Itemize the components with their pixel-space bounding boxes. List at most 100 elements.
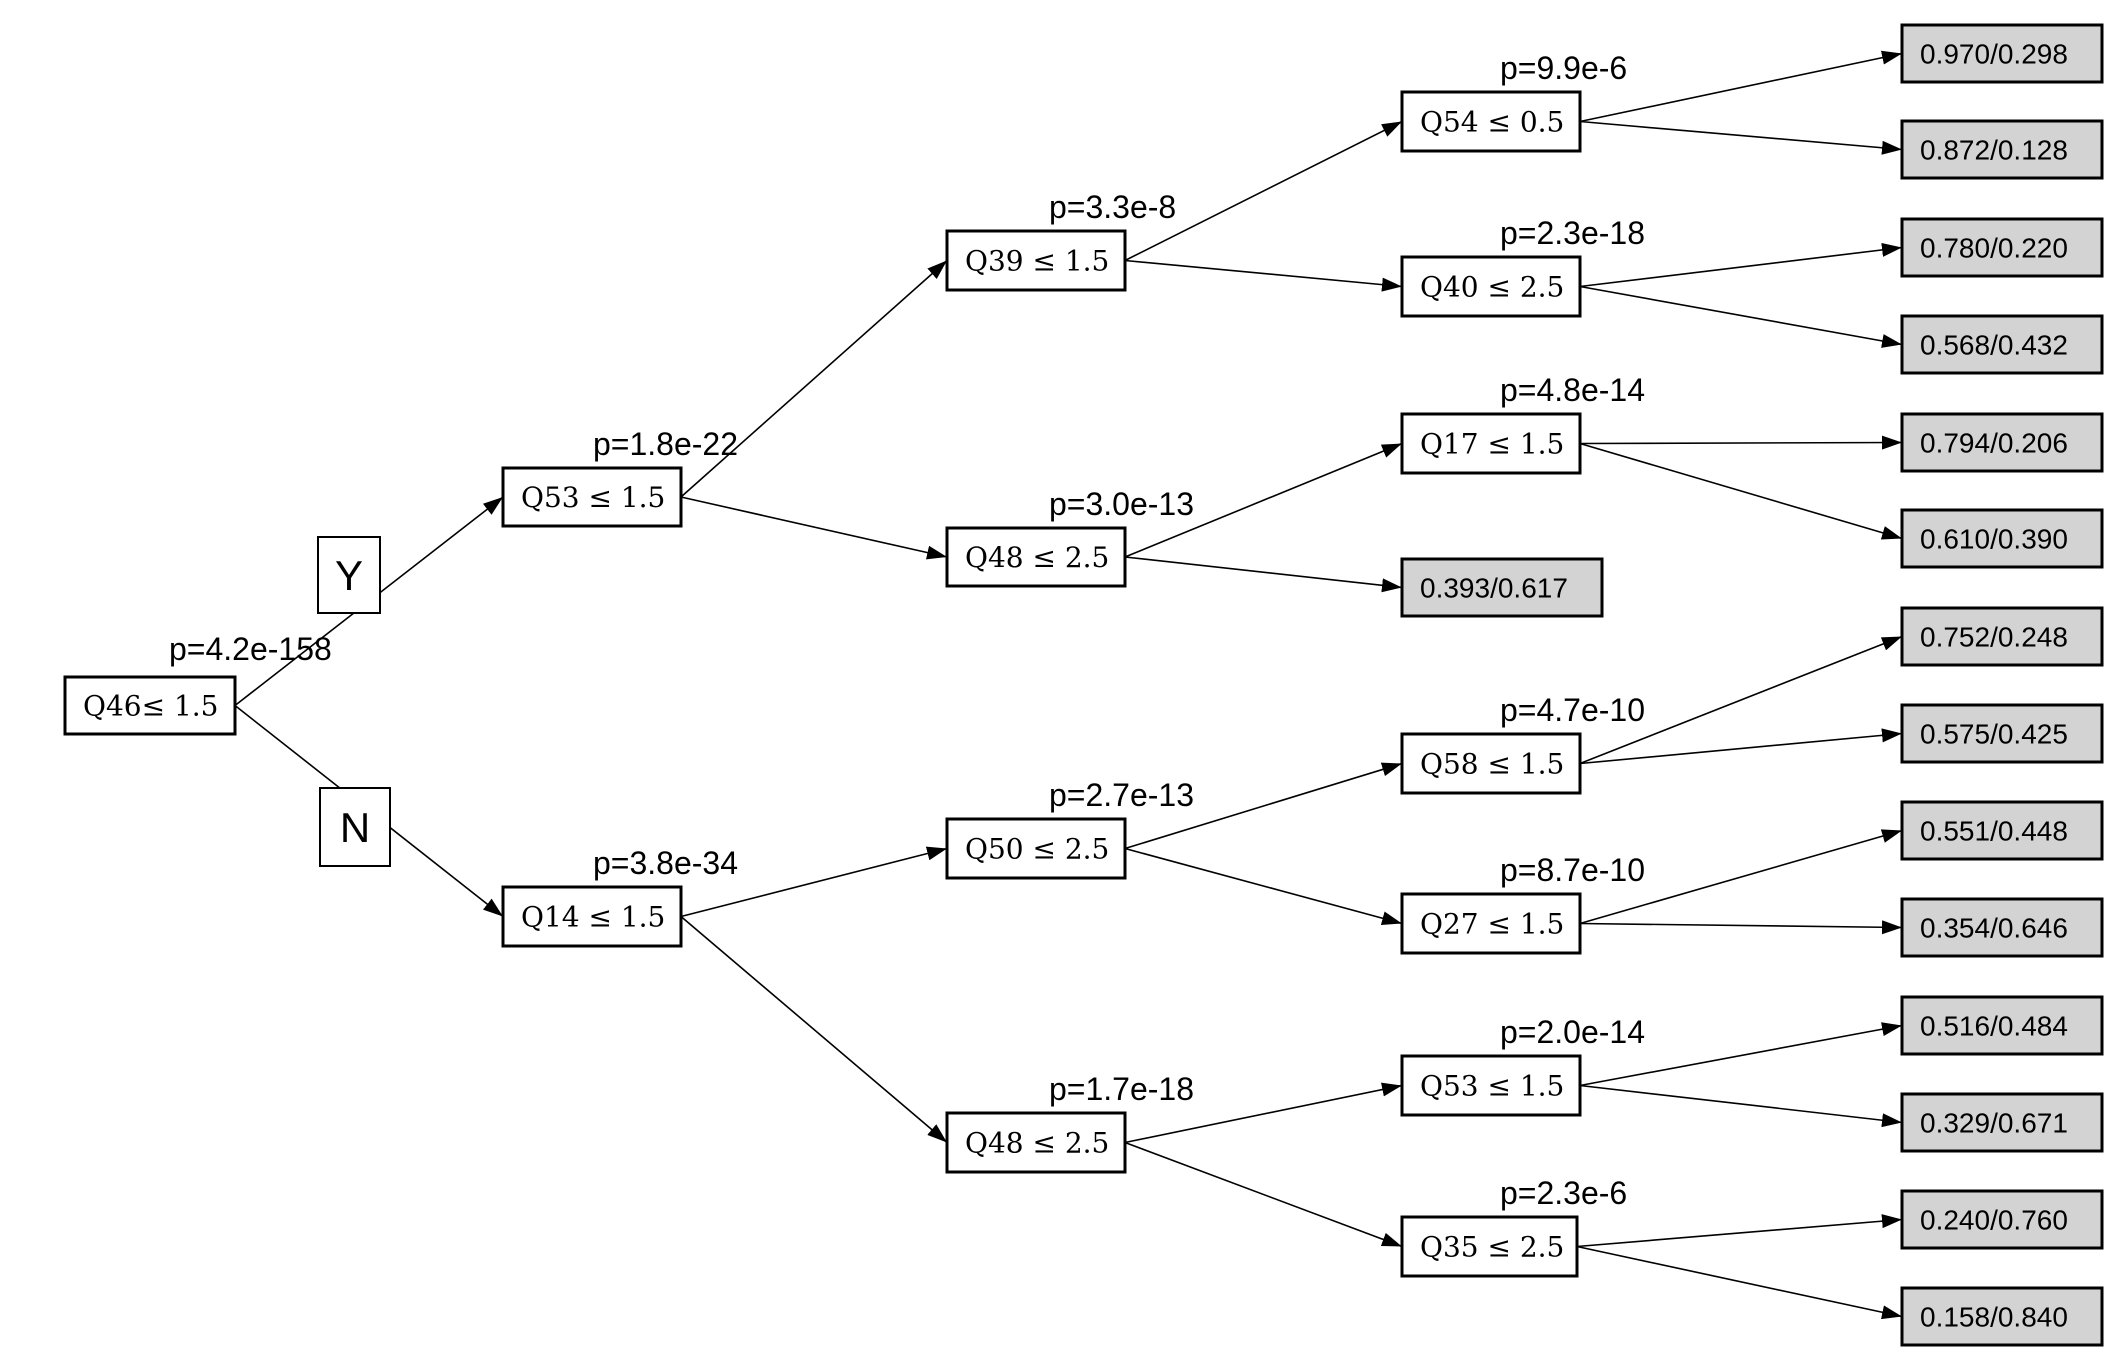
leaf-node-l1: 0.872/0.128: [1900, 119, 2104, 180]
leaf-node-box: [1400, 557, 1604, 618]
leaf-node-box: [1900, 508, 2104, 569]
p-value-label-n1: p=1.8e-22: [593, 426, 738, 462]
split-node-box: [1400, 1215, 1579, 1278]
edge-n11-to-l10: [1579, 920, 1903, 935]
split-node-box: [501, 466, 683, 528]
svg-text:N: N: [340, 804, 370, 851]
split-node-n9: Q17 ≤ 1.5: [1400, 412, 1582, 475]
leaf-node-l7: 0.752/0.248: [1900, 606, 2104, 667]
edge-n1-to-n3: [680, 259, 948, 498]
split-condition-label: Q53 ≤ 1.5: [521, 481, 665, 514]
p-value-label-n3: p=3.3e-8: [1049, 189, 1176, 225]
edge-n13-to-l13: [1576, 1214, 1903, 1248]
split-node-n5: Q50 ≤ 2.5: [945, 817, 1127, 880]
edge-n10-to-l7: [1579, 635, 1903, 765]
leaf-node-l3: 0.568/0.432: [1900, 314, 2104, 375]
leaf-probability-label: 0.568/0.432: [1920, 330, 2068, 361]
edge-n6-to-n12: [1124, 1082, 1403, 1144]
split-condition-label: Q46≤ 1.5: [83, 690, 218, 723]
leaf-node-box: [1900, 1286, 2104, 1347]
edge-n3-to-n7: [1124, 120, 1403, 262]
leaf-probability-label: 0.970/0.298: [1920, 39, 2068, 70]
p-value-label-n7: p=9.9e-6: [1500, 50, 1627, 86]
edge-n7-to-l1: [1579, 120, 1903, 155]
edge-n2-to-n6: [680, 915, 948, 1144]
split-node-n13: Q35 ≤ 2.5: [1400, 1215, 1579, 1278]
leaf-node-l11: 0.516/0.484: [1900, 995, 2104, 1056]
leaf-probability-label: 0.610/0.390: [1920, 524, 2068, 555]
split-node-n12: Q53 ≤ 1.5: [1400, 1054, 1582, 1117]
edge-n5-to-n11: [1124, 847, 1403, 926]
edge-n9-to-l5: [1579, 442, 1903, 540]
split-condition-label: Q40 ≤ 2.5: [1420, 271, 1564, 304]
leaf-node-l0: 0.970/0.298: [1900, 23, 2104, 84]
leaf-node-box: [1900, 119, 2104, 180]
leaf-probability-label: 0.158/0.840: [1920, 1302, 2068, 1333]
edge-n12-to-l12: [1579, 1084, 1903, 1128]
leaf-probability-label: 0.354/0.646: [1920, 913, 2068, 944]
edge-n8-to-l3: [1579, 285, 1903, 348]
split-condition-label: Q39 ≤ 1.5: [965, 245, 1109, 278]
branch-label-yes: Y: [317, 536, 381, 614]
leaf-node-box: [1900, 1092, 2104, 1153]
leaf-probability-label: 0.516/0.484: [1920, 1011, 2068, 1042]
split-node-n4: Q48 ≤ 2.5: [945, 526, 1127, 588]
p-value-label-n10: p=4.7e-10: [1500, 692, 1645, 728]
split-node-box: [1400, 892, 1582, 955]
leaf-probability-label: 0.575/0.425: [1920, 719, 2068, 750]
split-node-n6: Q48 ≤ 2.5: [945, 1111, 1127, 1174]
leaf-node-l9: 0.551/0.448: [1900, 800, 2104, 861]
p-value-label-n0: p=4.2e-158: [169, 631, 332, 667]
edge-n5-to-n10: [1124, 762, 1403, 850]
split-node-n11: Q27 ≤ 1.5: [1400, 892, 1582, 955]
split-node-n3: Q39 ≤ 1.5: [945, 229, 1127, 292]
split-condition-label: Q53 ≤ 1.5: [1420, 1070, 1564, 1103]
split-node-n10: Q58 ≤ 1.5: [1400, 732, 1582, 795]
leaf-probability-label: 0.752/0.248: [1920, 622, 2068, 653]
edges-layer: [234, 50, 1903, 1320]
edge-n11-to-l9: [1579, 829, 1903, 925]
p-value-label-n5: p=2.7e-13: [1049, 777, 1194, 813]
split-node-box: [945, 817, 1127, 880]
leaf-probability-label: 0.329/0.671: [1920, 1108, 2068, 1139]
p-value-label-n13: p=2.3e-6: [1500, 1175, 1627, 1211]
leaf-node-l13: 0.240/0.760: [1900, 1189, 2104, 1250]
edge-n7-to-l0: [1579, 50, 1903, 123]
leaf-node-box: [1900, 314, 2104, 375]
split-node-n2: Q14 ≤ 1.5: [501, 885, 683, 948]
leaf-node-l4: 0.794/0.206: [1900, 412, 2104, 473]
leaf-node-l2: 0.780/0.220: [1900, 217, 2104, 278]
p-values-layer: p=4.2e-158p=1.8e-22p=3.8e-34p=3.3e-8p=3.…: [169, 50, 1645, 1211]
p-value-label-n4: p=3.0e-13: [1049, 486, 1194, 522]
leaf-probability-label: 0.551/0.448: [1920, 816, 2068, 847]
split-node-box: [1400, 90, 1582, 153]
edge-n4-to-n9: [1124, 442, 1403, 558]
split-node-box: [945, 229, 1127, 292]
leaf-node-box: [1900, 800, 2104, 861]
leaf-node-l14: 0.158/0.840: [1900, 1286, 2104, 1347]
split-node-box: [1400, 1054, 1582, 1117]
leaf-node-l12: 0.329/0.671: [1900, 1092, 2104, 1153]
leaf-node-box: [1900, 606, 2104, 667]
split-condition-label: Q48 ≤ 2.5: [965, 1127, 1109, 1160]
split-node-n7: Q54 ≤ 0.5: [1400, 90, 1582, 153]
leaf-node-box: [1900, 23, 2104, 84]
edge-n4-to-l6: [1124, 556, 1403, 593]
split-condition-label: Q48 ≤ 2.5: [965, 541, 1109, 574]
p-value-label-n11: p=8.7e-10: [1500, 852, 1645, 888]
split-node-n0: Q46≤ 1.5: [63, 675, 237, 736]
split-condition-label: Q54 ≤ 0.5: [1420, 106, 1564, 139]
leaf-node-l5: 0.610/0.390: [1900, 508, 2104, 569]
leaf-node-l10: 0.354/0.646: [1900, 897, 2104, 958]
split-node-box: [63, 675, 237, 736]
leaf-node-box: [1900, 217, 2104, 278]
split-condition-label: Q58 ≤ 1.5: [1420, 748, 1564, 781]
edge-n3-to-n8: [1124, 259, 1403, 292]
edge-n9-to-l4: [1579, 435, 1903, 450]
p-value-label-n8: p=2.3e-18: [1500, 215, 1645, 251]
split-condition-label: Q50 ≤ 2.5: [965, 833, 1109, 866]
edge-n12-to-l11: [1579, 1022, 1903, 1087]
leaf-node-l8: 0.575/0.425: [1900, 703, 2104, 764]
